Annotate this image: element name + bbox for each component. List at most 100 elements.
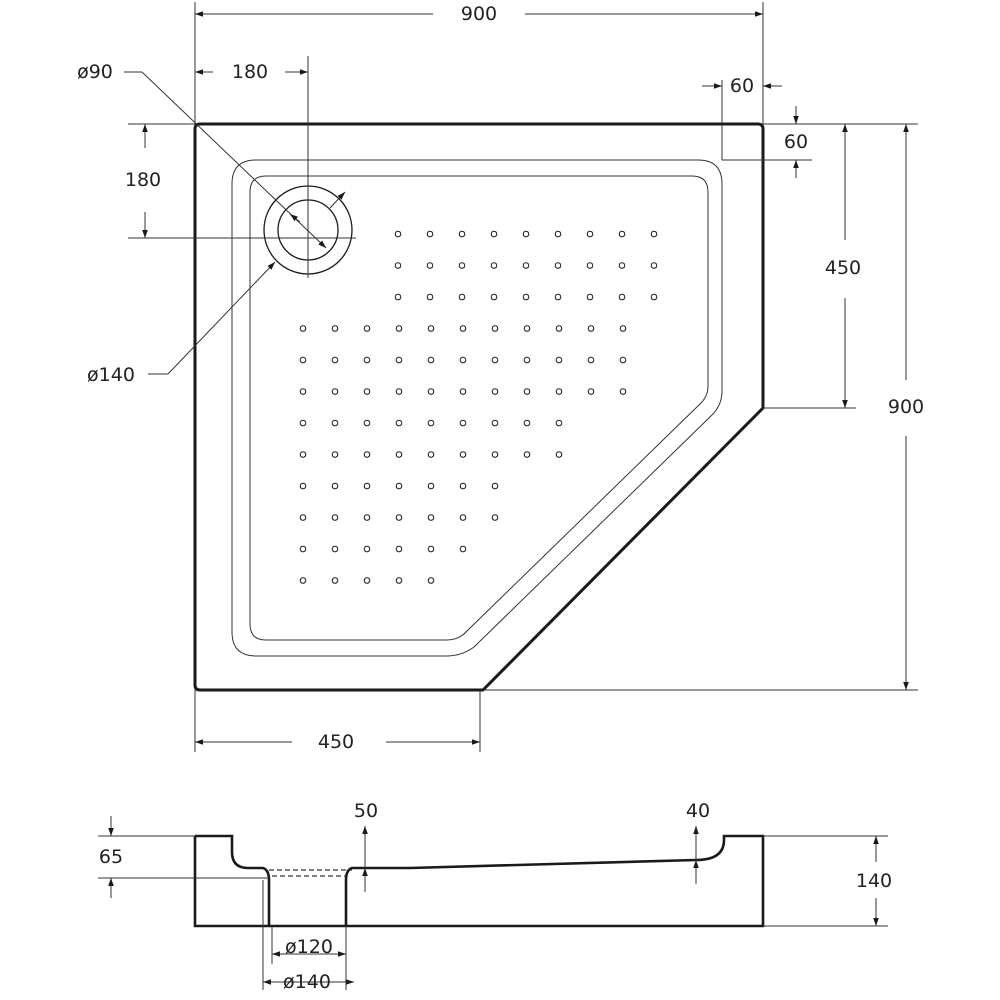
anti-slip-dot bbox=[523, 388, 531, 395]
anti-slip-dot bbox=[587, 356, 595, 364]
anti-slip-dot bbox=[618, 293, 626, 301]
anti-slip-dot bbox=[299, 451, 307, 458]
anti-slip-dot bbox=[395, 356, 403, 364]
anti-slip-dot bbox=[650, 262, 658, 269]
tray-section-outline bbox=[193, 834, 765, 928]
anti-slip-dot bbox=[395, 482, 403, 490]
anti-slip-dot bbox=[459, 482, 467, 490]
anti-slip-dot bbox=[523, 419, 531, 427]
anti-slip-dot bbox=[522, 230, 530, 238]
tray-outline bbox=[193, 122, 765, 692]
anti-slip-dot bbox=[395, 325, 403, 332]
anti-slip-dot bbox=[618, 262, 626, 269]
anti-slip-dot bbox=[331, 451, 339, 458]
anti-slip-dot bbox=[363, 577, 371, 584]
anti-slip-dot bbox=[458, 262, 466, 269]
anti-slip-dot bbox=[490, 293, 498, 301]
anti-slip-dot bbox=[395, 419, 403, 427]
plan-view bbox=[193, 122, 765, 692]
anti-slip-dot bbox=[555, 325, 563, 332]
anti-slip-dot bbox=[491, 388, 499, 395]
outlet-outer-diameter-label: ø140 bbox=[87, 364, 135, 386]
anti-slip-dot bbox=[491, 482, 499, 490]
anti-slip-dot bbox=[331, 482, 339, 490]
anti-slip-dot bbox=[427, 388, 435, 395]
section-dimensions: 65 50 40 140 ø120 ø140 bbox=[98, 800, 892, 993]
anti-slip-dot bbox=[427, 451, 435, 458]
width-dimension-label: 900 bbox=[461, 3, 497, 25]
tray-rim-outer bbox=[231, 159, 723, 657]
anti-slip-dot bbox=[331, 325, 339, 332]
anti-slip-dot bbox=[299, 419, 307, 427]
anti-slip-dot bbox=[491, 419, 499, 427]
anti-slip-dot bbox=[459, 388, 467, 395]
anti-slip-dot bbox=[395, 451, 403, 458]
anti-slip-dot bbox=[619, 388, 627, 395]
anti-slip-dot bbox=[650, 293, 658, 301]
anti-slip-dot bbox=[427, 356, 435, 364]
anti-slip-dot bbox=[522, 262, 530, 269]
anti-slip-dot bbox=[299, 388, 307, 395]
anti-slip-dot bbox=[331, 514, 339, 521]
anti-slip-dot bbox=[458, 230, 466, 238]
anti-slip-dot bbox=[586, 262, 594, 269]
height-dimension-label: 900 bbox=[888, 396, 924, 418]
bottom-dimension-label: 450 bbox=[318, 731, 354, 753]
corner-offset-x-label: 60 bbox=[730, 75, 754, 97]
anti-slip-dot bbox=[554, 262, 562, 269]
anti-slip-dot bbox=[299, 356, 307, 364]
anti-slip-dot bbox=[299, 577, 307, 584]
anti-slip-dot bbox=[331, 419, 339, 427]
anti-slip-dot bbox=[555, 451, 563, 458]
side-dimension-label: 450 bbox=[825, 257, 861, 279]
anti-slip-dot bbox=[427, 577, 435, 584]
anti-slip-dot bbox=[586, 293, 594, 301]
drain-outer-diameter-label: ø140 bbox=[283, 971, 331, 993]
anti-slip-dot bbox=[395, 545, 403, 553]
tray-rim-inner bbox=[249, 175, 709, 641]
section-view bbox=[193, 834, 765, 928]
anti-slip-dot bbox=[363, 419, 371, 427]
outlet-offset-y-label: 180 bbox=[125, 169, 161, 191]
anti-slip-dot bbox=[331, 388, 339, 395]
section-depth-label: 65 bbox=[99, 846, 123, 868]
anti-slip-dot bbox=[459, 545, 467, 553]
anti-slip-dot bbox=[427, 545, 435, 553]
anti-slip-dot bbox=[523, 356, 531, 364]
anti-slip-dot bbox=[299, 325, 307, 332]
section-height-label: 140 bbox=[856, 870, 892, 892]
anti-slip-dot bbox=[299, 514, 307, 521]
anti-slip-dot bbox=[395, 577, 403, 584]
anti-slip-dot bbox=[394, 293, 402, 301]
anti-slip-dot bbox=[363, 514, 371, 521]
plan-dimensions: 900 180 180 ø90 ø140 60 60 bbox=[77, 2, 924, 753]
anti-slip-dot bbox=[363, 545, 371, 553]
anti-slip-dot bbox=[299, 482, 307, 490]
anti-slip-dot bbox=[554, 293, 562, 301]
drain-inner-diameter-label: ø120 bbox=[285, 936, 333, 958]
anti-slip-dot bbox=[650, 230, 658, 238]
anti-slip-dot bbox=[459, 451, 467, 458]
anti-slip-dot bbox=[363, 388, 371, 395]
anti-slip-dot bbox=[587, 388, 595, 395]
anti-slip-dot bbox=[458, 293, 466, 301]
anti-slip-dot bbox=[491, 325, 499, 332]
anti-slip-dot bbox=[523, 325, 531, 332]
anti-slip-dot bbox=[427, 514, 435, 521]
anti-slip-dot bbox=[395, 514, 403, 521]
anti-slip-dot bbox=[426, 293, 434, 301]
anti-slip-dot bbox=[459, 325, 467, 332]
anti-slip-dot bbox=[299, 545, 307, 553]
anti-slip-dot bbox=[427, 325, 435, 332]
anti-slip-dot bbox=[363, 356, 371, 364]
anti-slip-dot bbox=[619, 325, 627, 332]
anti-slip-dot bbox=[459, 419, 467, 427]
anti-slip-dot bbox=[490, 262, 498, 269]
anti-slip-dot bbox=[491, 451, 499, 458]
outlet-inner-diameter-label: ø90 bbox=[77, 61, 113, 83]
anti-slip-dot bbox=[555, 356, 563, 364]
anti-slip-dot bbox=[459, 514, 467, 521]
anti-slip-dot bbox=[427, 482, 435, 490]
anti-slip-dot bbox=[586, 230, 594, 238]
